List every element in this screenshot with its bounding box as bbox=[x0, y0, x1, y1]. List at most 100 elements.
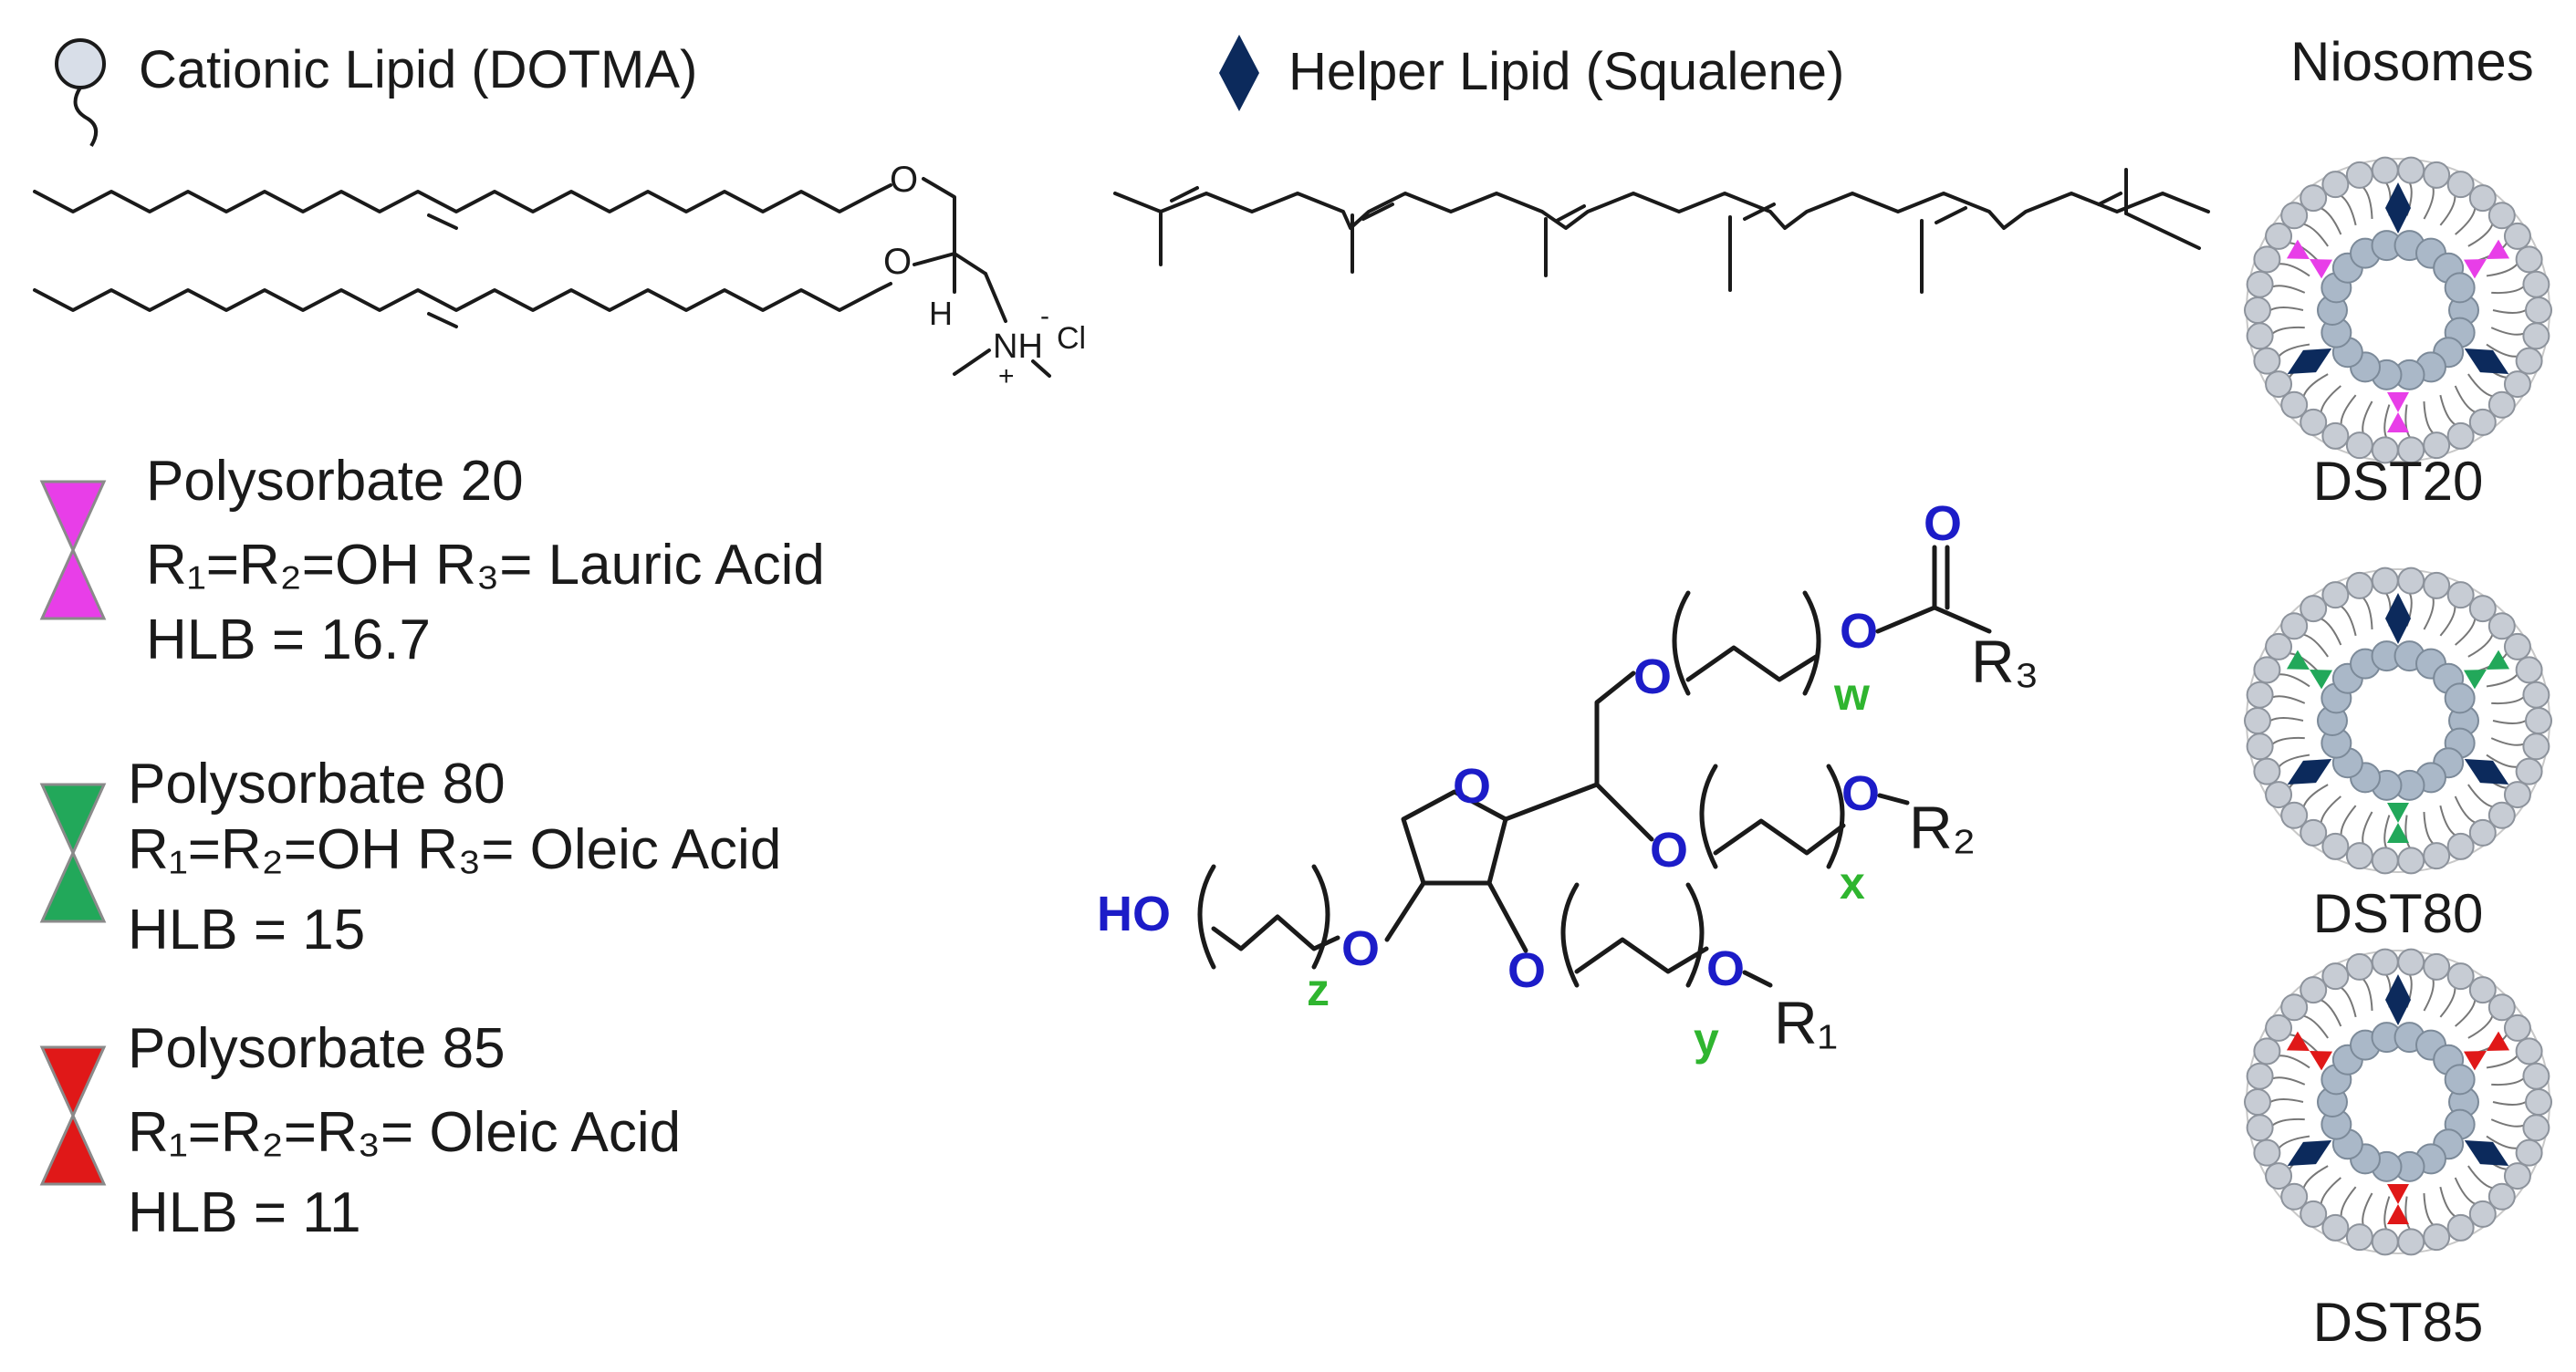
lipid-head bbox=[2515, 245, 2543, 274]
lipid-tail bbox=[2362, 400, 2373, 433]
lipid-head bbox=[2487, 801, 2516, 829]
lipid-tail bbox=[2467, 223, 2494, 247]
y-oxygen: O bbox=[1507, 943, 1546, 998]
helper-lipid-diamond-icon bbox=[2287, 1140, 2332, 1166]
lipid-tail bbox=[2340, 805, 2357, 836]
lipid-tail bbox=[2302, 784, 2329, 807]
squalene-double-bond-1 bbox=[1170, 186, 1199, 203]
lipid-head bbox=[2345, 571, 2373, 599]
lipid-head bbox=[2246, 322, 2274, 350]
lipid-tail bbox=[2340, 194, 2357, 226]
surfactant-hourglass-icon bbox=[2387, 1184, 2409, 1224]
z-subscript: z bbox=[1307, 964, 1330, 1015]
helper-lipid-diamond-icon bbox=[2464, 759, 2509, 785]
lipid-head bbox=[2522, 1062, 2550, 1090]
y-chain bbox=[1574, 937, 1709, 974]
lipid-head bbox=[2515, 1037, 2543, 1065]
lipid-head bbox=[2371, 1228, 2399, 1256]
squalene-methyl-7 bbox=[2124, 212, 2201, 250]
helper-lipid-diamond-icon bbox=[2464, 1140, 2509, 1166]
lipid-head bbox=[2503, 632, 2531, 660]
y-to-r1 bbox=[1742, 970, 1773, 988]
lipid-tail bbox=[2486, 754, 2518, 768]
lipid-head bbox=[2515, 757, 2543, 785]
helper-lipid-diamond-icon bbox=[2385, 182, 2411, 234]
lipid-tail bbox=[2362, 186, 2373, 220]
lipid-head bbox=[2525, 1088, 2552, 1116]
lipid-head bbox=[2522, 733, 2550, 761]
lipid-head bbox=[2423, 1223, 2451, 1252]
lipid-tail bbox=[2423, 811, 2435, 845]
hydroxyl-label: HO bbox=[1097, 887, 1171, 941]
lipid-head bbox=[2487, 993, 2516, 1022]
w-ester-oxygen: O bbox=[1840, 604, 1878, 659]
lipid-head bbox=[2468, 1200, 2497, 1228]
lipid-head bbox=[2265, 781, 2293, 809]
surfactant-hourglass-icon bbox=[2463, 1031, 2510, 1071]
lipid-head bbox=[2345, 842, 2373, 870]
lipid-head bbox=[2446, 421, 2475, 450]
z-paren-open bbox=[1197, 864, 1216, 970]
lipid-tail bbox=[2320, 207, 2342, 235]
polysorbate-title: Polysorbate 80 bbox=[128, 753, 506, 816]
lipid-head bbox=[2503, 1013, 2531, 1042]
lipid-head bbox=[2280, 801, 2309, 829]
lipid-head bbox=[2487, 612, 2516, 640]
lipid-head-icon bbox=[55, 38, 106, 89]
squalene-chain bbox=[1113, 192, 2210, 230]
lipid-head bbox=[2487, 1182, 2516, 1211]
y-paren-open bbox=[1560, 882, 1580, 988]
lipid-tail bbox=[2492, 1101, 2527, 1106]
lipid-tail bbox=[2302, 1165, 2329, 1189]
lipid-head bbox=[2246, 1062, 2274, 1090]
lipid-tail bbox=[2271, 736, 2305, 745]
lipid-head bbox=[2321, 171, 2350, 199]
y-subscript: y bbox=[1694, 1013, 1719, 1065]
lipid-head bbox=[2423, 842, 2451, 870]
lipid-head bbox=[2280, 202, 2309, 230]
dotma-glycerol-mid bbox=[913, 252, 956, 266]
lipid-tail bbox=[2278, 343, 2310, 358]
ring-to-y bbox=[1486, 880, 1528, 953]
x-oxygen: O bbox=[1650, 823, 1688, 878]
lipid-head bbox=[2244, 296, 2271, 324]
lipid-head bbox=[2300, 976, 2328, 1004]
lipid-head bbox=[2397, 566, 2425, 595]
lipid-tail bbox=[2491, 286, 2525, 295]
lipid-tail bbox=[2320, 618, 2342, 646]
lipid-tail bbox=[2279, 673, 2310, 688]
niosome-label: DST20 bbox=[2313, 451, 2484, 512]
lipid-tail bbox=[2439, 195, 2456, 226]
x-paren-open bbox=[1699, 764, 1718, 869]
r1-label: R₁ bbox=[1774, 989, 1838, 1056]
green-hourglass-icon bbox=[39, 783, 107, 923]
lipid-tail bbox=[2467, 373, 2493, 398]
lipid-tail bbox=[2467, 634, 2494, 658]
polysorbate-r-groups: R₁=R₂=R₃= Oleic Acid bbox=[128, 1101, 681, 1164]
lipid-head bbox=[2468, 408, 2497, 436]
lipid-tail bbox=[2362, 811, 2373, 844]
lipid-head bbox=[2265, 632, 2293, 660]
lipid-tail bbox=[2454, 385, 2476, 413]
lipid-tail bbox=[2467, 1165, 2493, 1190]
lipid-tail bbox=[2439, 805, 2456, 837]
x-paren-close bbox=[1826, 764, 1845, 869]
lipid-head bbox=[2300, 818, 2328, 847]
lipid-head bbox=[2280, 993, 2309, 1022]
lipid-tail bbox=[2340, 1186, 2357, 1217]
lipid-tail bbox=[2490, 737, 2524, 746]
lipid-head bbox=[2522, 681, 2550, 709]
lipid-tail bbox=[2271, 1117, 2305, 1127]
lipid-head bbox=[2244, 1088, 2271, 1116]
lipid-tail bbox=[2271, 326, 2305, 335]
lipid-tail bbox=[2340, 986, 2357, 1018]
squalene-double-bond-3 bbox=[1555, 204, 1586, 223]
lipid-tail bbox=[2491, 1077, 2525, 1086]
surfactant-hourglass-icon bbox=[2463, 239, 2510, 279]
sorbitan-ring bbox=[1401, 789, 1508, 886]
lipid-head bbox=[2265, 1162, 2293, 1190]
helper-lipid-diamond-icon bbox=[2385, 974, 2411, 1025]
lipid-head bbox=[2300, 1200, 2328, 1228]
lipid-head bbox=[2321, 832, 2350, 860]
